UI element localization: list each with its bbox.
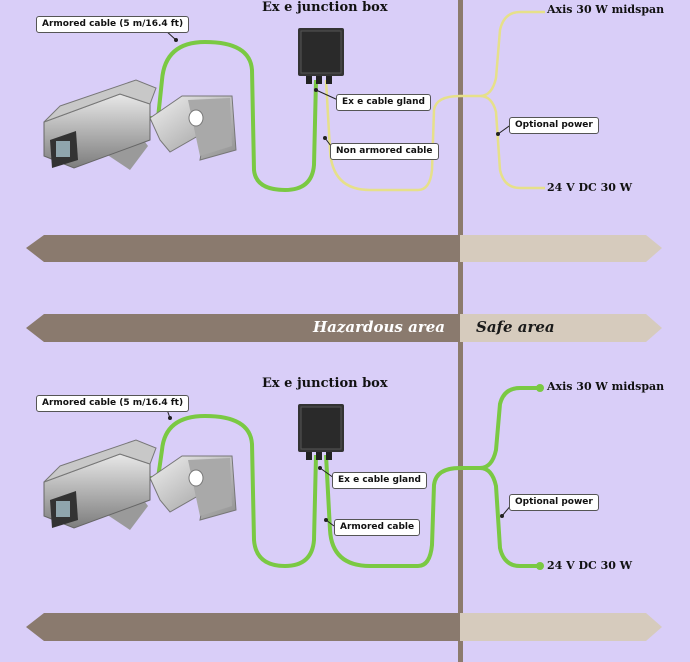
gland-label-top: Ex e cable gland bbox=[336, 94, 431, 111]
armored-cable-label-safe-side: Armored cable bbox=[334, 519, 421, 536]
safe-area-label: Safe area bbox=[476, 318, 555, 336]
junction-box-bottom bbox=[298, 404, 344, 460]
armored-cable-label-bottom: Armored cable (5 m/16.4 ft) bbox=[36, 395, 190, 412]
ground-band-bottom bbox=[26, 613, 662, 641]
armored-cable-bottom-right bbox=[324, 386, 540, 568]
junction-box-top bbox=[298, 28, 344, 84]
camera-top bbox=[43, 79, 237, 170]
junction-box-title-top: Ex e junction box bbox=[262, 0, 388, 15]
dc-label-top: 24 V DC 30 W bbox=[547, 181, 633, 194]
non-armored-cable-top bbox=[324, 10, 545, 192]
midspan-label-top: Axis 30 W midspan bbox=[547, 3, 665, 16]
cable-end-midspan bbox=[536, 384, 544, 392]
camera-bottom bbox=[43, 439, 237, 530]
armored-cable-top bbox=[140, 40, 318, 192]
optional-power-label-bottom: Optional power bbox=[509, 494, 599, 511]
cable-end-dc bbox=[536, 562, 544, 570]
armored-cable-label-top: Armored cable (5 m/16.4 ft) bbox=[36, 16, 190, 33]
armored-cable-bottom-left bbox=[140, 414, 318, 568]
non-armored-cable-label: Non armored cable bbox=[330, 143, 439, 160]
junction-box-title-bottom: Ex e junction box bbox=[262, 376, 388, 391]
gland-label-bottom: Ex e cable gland bbox=[332, 472, 427, 489]
area-band-middle bbox=[26, 314, 662, 342]
midspan-label-bottom: Axis 30 W midspan bbox=[547, 380, 665, 393]
dc-label-bottom: 24 V DC 30 W bbox=[547, 559, 633, 572]
hazardous-area-label: Hazardous area bbox=[313, 318, 445, 336]
ground-band-top bbox=[26, 235, 662, 262]
optional-power-label-top: Optional power bbox=[509, 117, 599, 134]
